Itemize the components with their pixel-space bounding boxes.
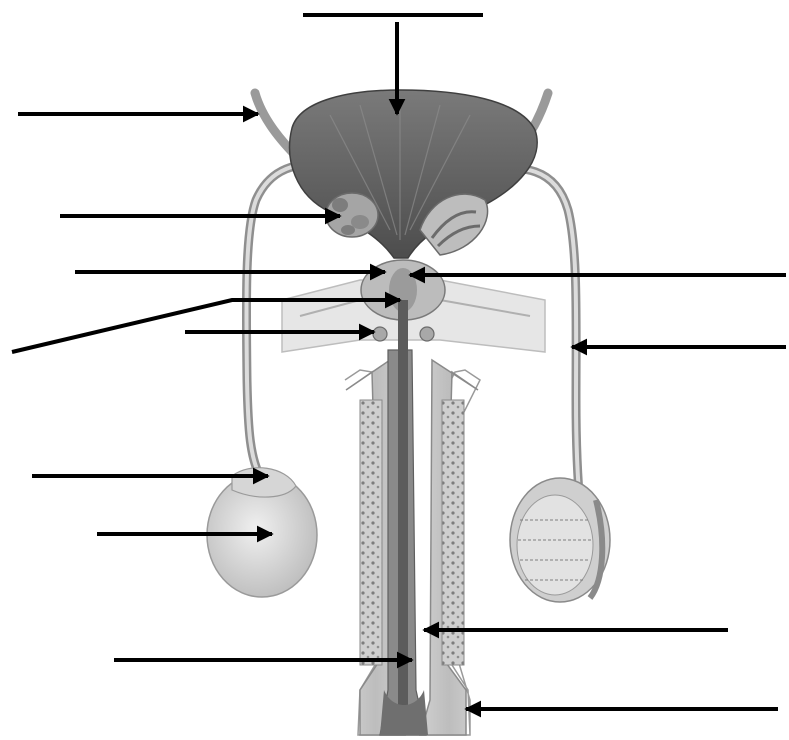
right-testis — [510, 478, 610, 602]
penis — [345, 300, 480, 735]
urinary-bladder — [290, 90, 538, 258]
